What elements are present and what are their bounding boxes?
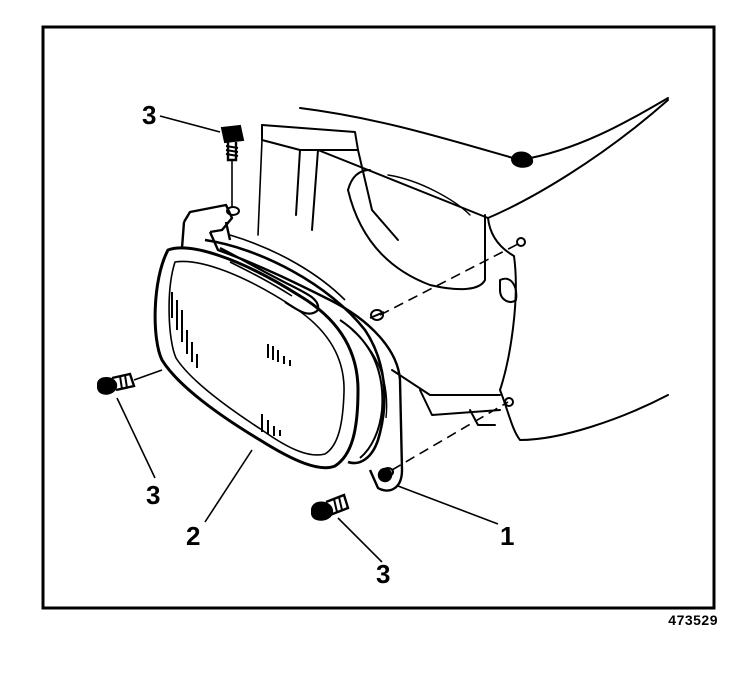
callout-bolt-left: 3	[146, 480, 160, 510]
vehicle-body	[257, 97, 669, 441]
bolt-bottom	[311, 493, 350, 521]
fog-lamp	[153, 234, 388, 470]
bolt-top	[220, 124, 245, 216]
alignment-dash-lines	[379, 242, 521, 471]
callout-fog-lamp: 2	[186, 521, 200, 551]
figure-number: 473529	[668, 612, 718, 628]
bolt-left	[97, 369, 163, 395]
diagram-frame	[41, 25, 716, 610]
callout-bolt-top: 3	[142, 100, 156, 130]
leader-lines	[116, 115, 499, 563]
callout-bracket: 1	[500, 521, 514, 551]
callout-bolt-bottom: 3	[376, 559, 390, 589]
fastener-points	[369, 237, 526, 477]
